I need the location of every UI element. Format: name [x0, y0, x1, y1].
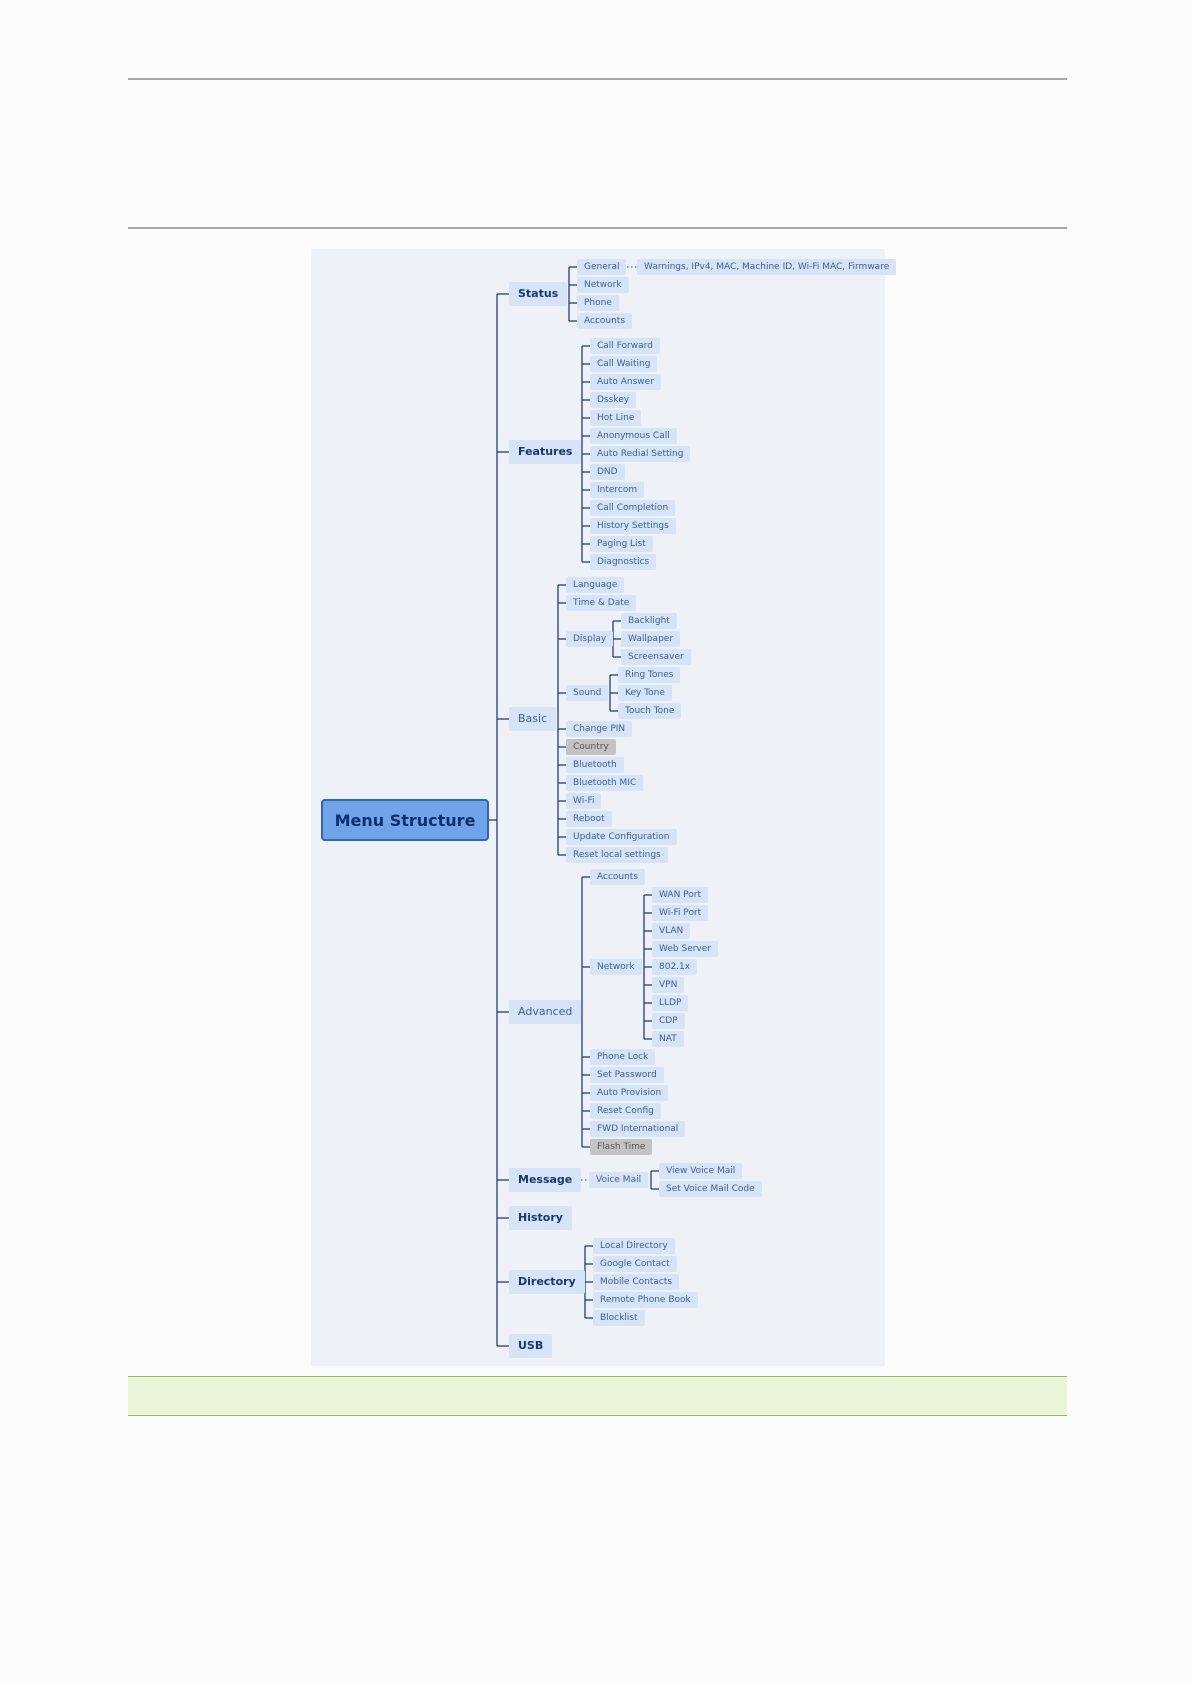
advanced-item: FWD International: [590, 1121, 686, 1137]
display-item: Wallpaper: [621, 631, 681, 647]
note-box: [128, 1376, 1067, 1416]
status-general: General: [577, 259, 627, 275]
status-accounts: Accounts: [577, 313, 633, 329]
basic-item: Update Configuration: [566, 829, 677, 845]
basic-item: Time & Date: [566, 595, 637, 611]
advanced-flash-time: Flash Time: [590, 1139, 653, 1155]
branch-status: Status: [509, 282, 568, 306]
sound-item: Ring Tones: [618, 667, 681, 683]
basic-item: Reboot: [566, 811, 612, 827]
advanced-item: Phone Lock: [590, 1049, 656, 1065]
features-item: Hot Line: [590, 410, 642, 426]
display-item: Screensaver: [621, 649, 691, 665]
root-menu-structure: Menu Structure: [321, 799, 489, 841]
sound-item: Touch Tone: [618, 703, 682, 719]
branch-basic: Basic: [509, 707, 557, 731]
status-network: Network: [577, 277, 629, 293]
directory-item: Mobile Contacts: [593, 1274, 680, 1290]
features-item: Dsskey: [590, 392, 637, 408]
branch-history: History: [509, 1206, 572, 1230]
features-item: History Settings: [590, 518, 676, 534]
features-item: Auto Redial Setting: [590, 446, 691, 462]
basic-item: Language: [566, 577, 625, 593]
features-item: DND: [590, 464, 625, 480]
basic-item: Change PIN: [566, 721, 633, 737]
branch-message: Message: [509, 1168, 582, 1192]
features-item: Call Waiting: [590, 356, 658, 372]
directory-item: Local Directory: [593, 1238, 675, 1254]
basic-item: Reset local settings: [566, 847, 668, 863]
display-item: Backlight: [621, 613, 677, 629]
network-item: Web Server: [652, 941, 718, 957]
advanced-item: Reset Config: [590, 1103, 661, 1119]
basic-country: Country: [566, 739, 616, 755]
network-item: NAT: [652, 1031, 684, 1047]
branch-advanced: Advanced: [509, 1000, 582, 1024]
header-rule-bottom: [128, 227, 1067, 229]
features-item: Call Completion: [590, 500, 676, 516]
directory-item: Blocklist: [593, 1310, 645, 1326]
basic-display: Display: [566, 631, 614, 647]
voice-mail-item: Set Voice Mail Code: [659, 1181, 762, 1197]
advanced-item: Auto Provision: [590, 1085, 669, 1101]
advanced-item: Set Password: [590, 1067, 664, 1083]
features-item: Call Forward: [590, 338, 660, 354]
network-item: WAN Port: [652, 887, 708, 903]
message-voice-mail: Voice Mail: [589, 1172, 649, 1188]
advanced-item: Accounts: [590, 869, 646, 885]
basic-item: Bluetooth MIC: [566, 775, 644, 791]
features-item: Paging List: [590, 536, 653, 552]
branch-features: Features: [509, 440, 582, 464]
basic-item: Bluetooth: [566, 757, 624, 773]
network-item: 802.1x: [652, 959, 698, 975]
features-item: Auto Answer: [590, 374, 661, 390]
status-phone: Phone: [577, 295, 619, 311]
features-item: Intercom: [590, 482, 645, 498]
header-rule-top: [128, 78, 1067, 80]
features-item: Diagnostics: [590, 554, 657, 570]
network-item: LLDP: [652, 995, 689, 1011]
menu-structure-diagram: Menu Structure Status General Warnings, …: [311, 249, 897, 1366]
directory-item: Google Contact: [593, 1256, 677, 1272]
branch-directory: Directory: [509, 1270, 585, 1294]
advanced-network: Network: [590, 959, 642, 975]
voice-mail-item: View Voice Mail: [659, 1163, 743, 1179]
basic-item: Wi-Fi: [566, 793, 602, 809]
network-item: CDP: [652, 1013, 685, 1029]
status-general-detail: Warnings, IPv4, MAC, Machine ID, Wi-Fi M…: [637, 259, 897, 275]
sound-item: Key Tone: [618, 685, 672, 701]
network-item: Wi-Fi Port: [652, 905, 709, 921]
branch-usb: USB: [509, 1334, 553, 1358]
features-item: Anonymous Call: [590, 428, 677, 444]
network-item: VLAN: [652, 923, 691, 939]
directory-item: Remote Phone Book: [593, 1292, 698, 1308]
network-item: VPN: [652, 977, 685, 993]
basic-sound: Sound: [566, 685, 609, 701]
